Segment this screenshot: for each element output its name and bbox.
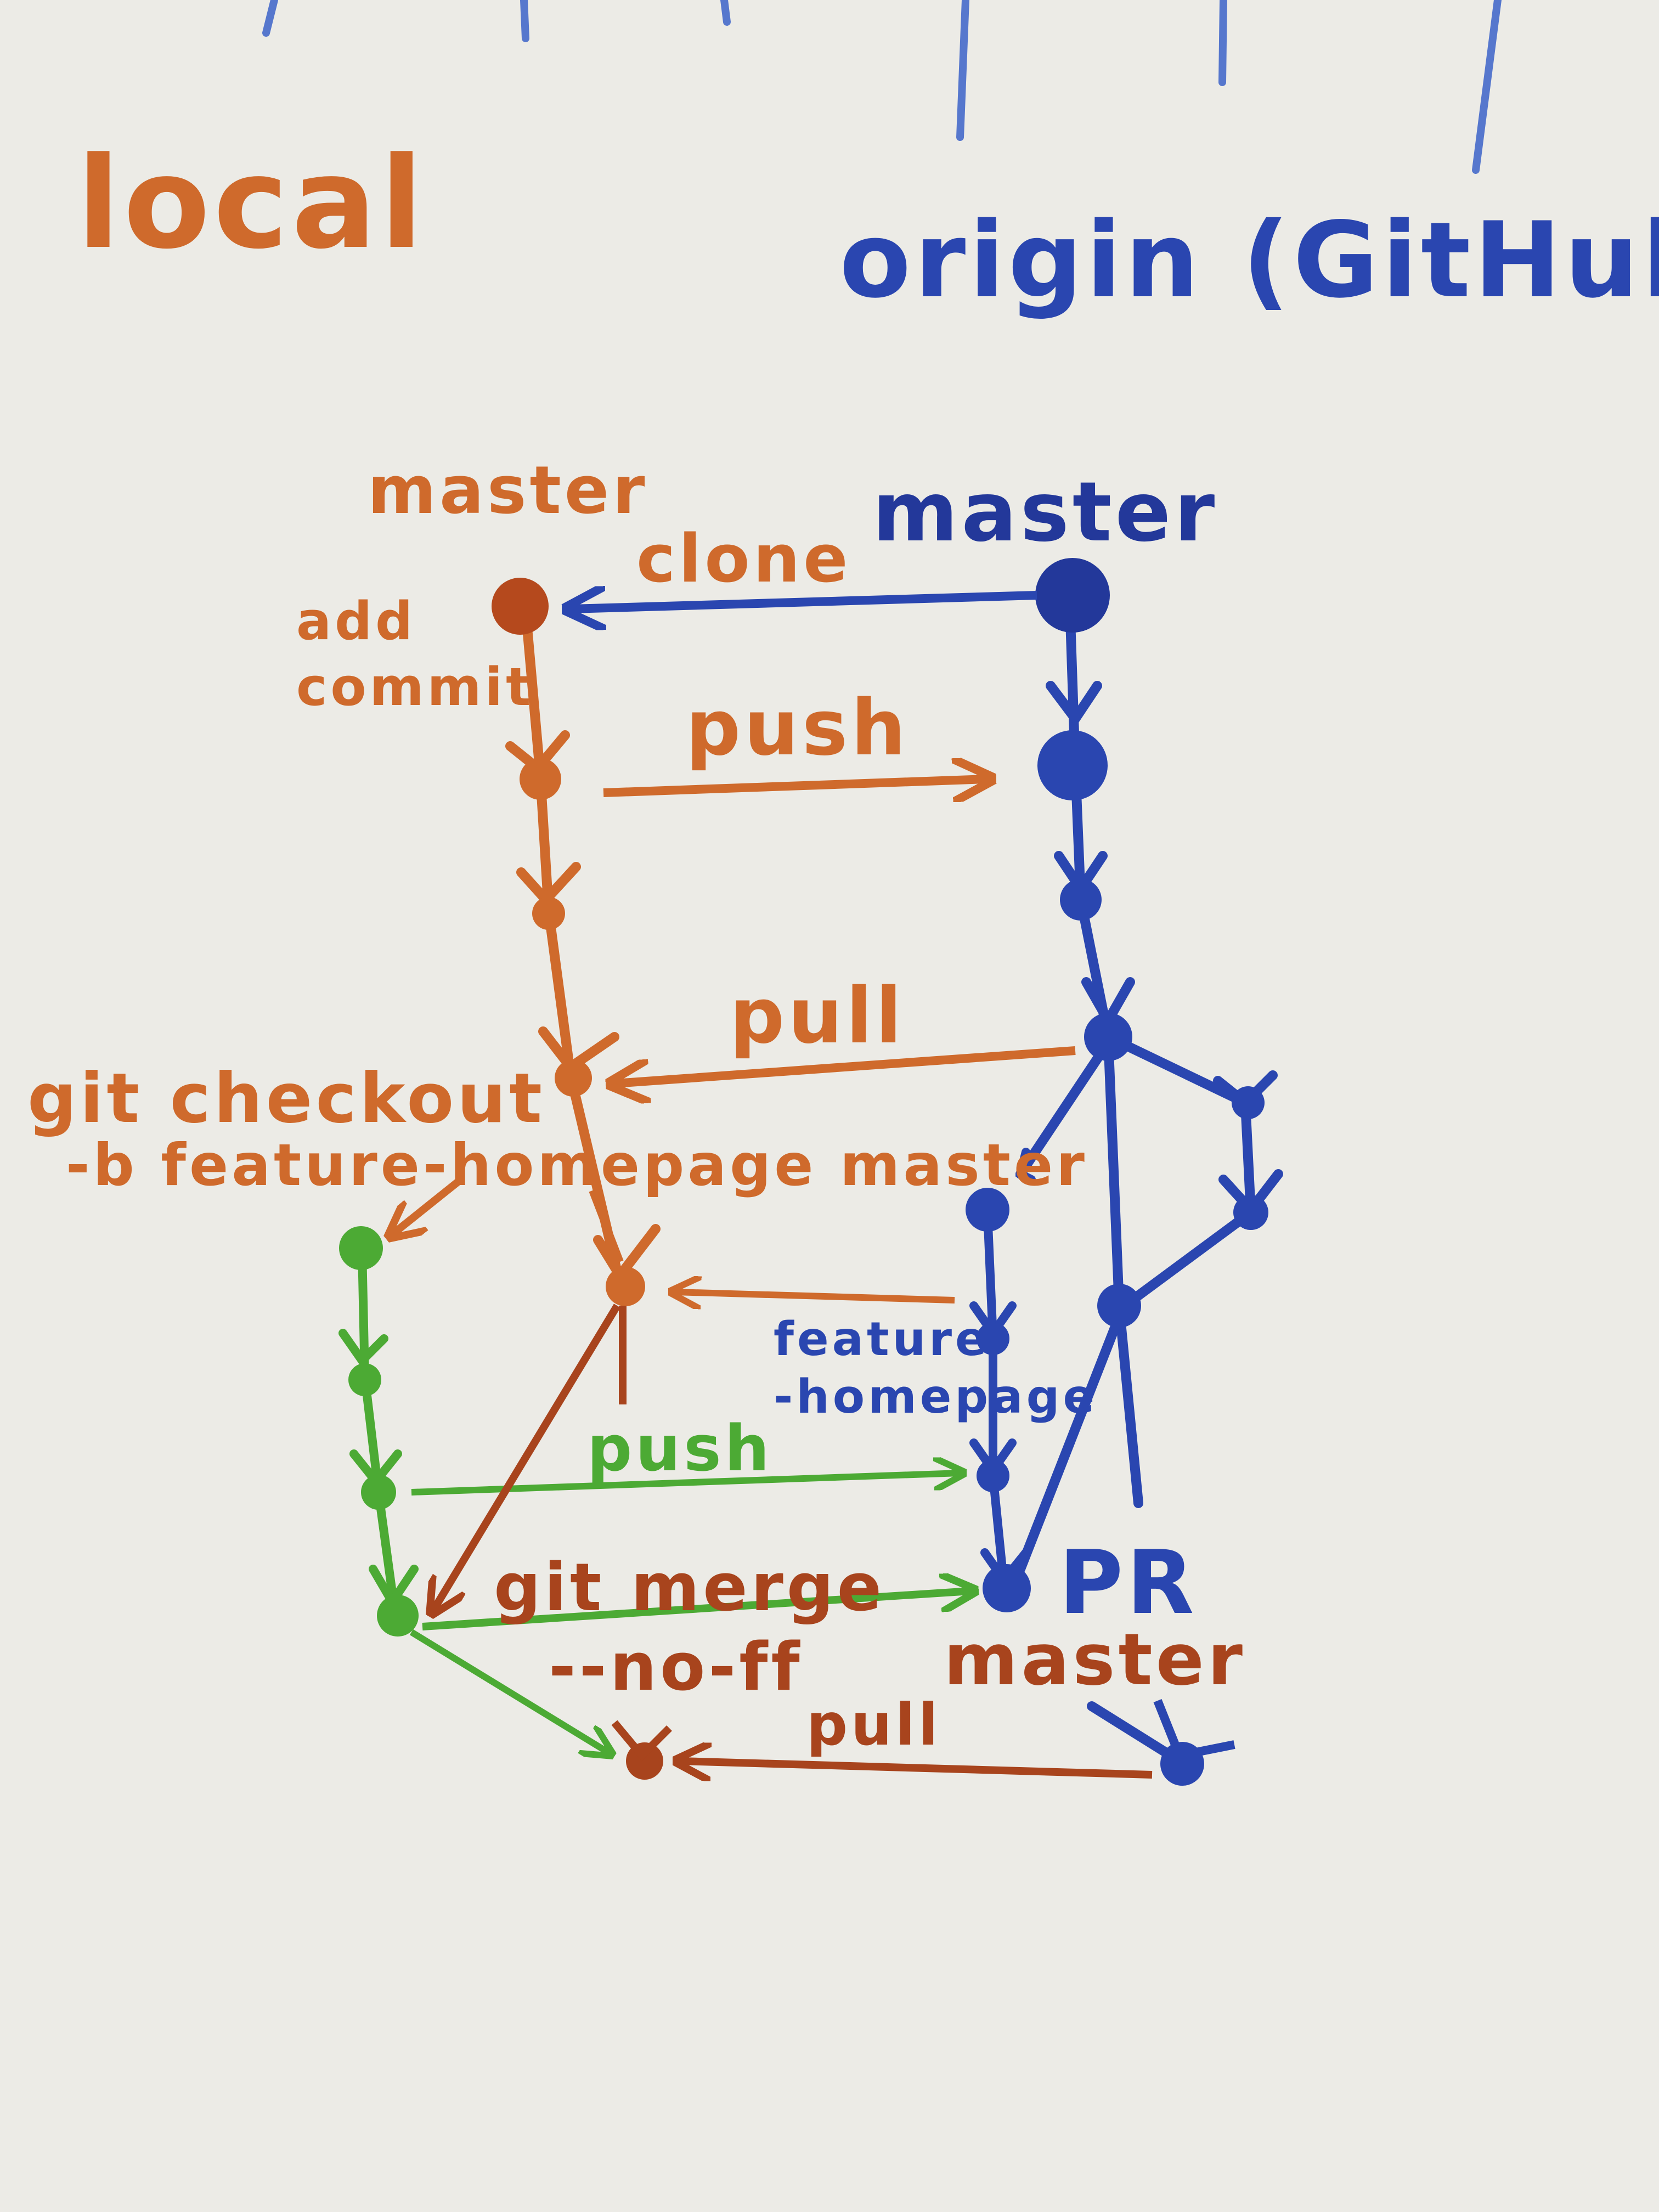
label-add-commit-2: commit: [296, 657, 534, 718]
commit-origin-master-final: [1160, 1742, 1204, 1786]
commit-origin-master-3: [1060, 879, 1102, 921]
commit-local-feature-2: [348, 1363, 381, 1396]
checkout-branch-arrow: [392, 1176, 464, 1234]
pr-arrow: [422, 1591, 971, 1630]
pull-final-arrow: [680, 1761, 1153, 1775]
push-master-arrow: [603, 779, 988, 793]
merge-to-master-arrow: [409, 1629, 609, 1753]
label-merge-2: --no-ff: [549, 1629, 803, 1706]
commit-local-master-4: [555, 1059, 592, 1097]
label-clone: clone: [636, 521, 851, 597]
local-feature-line: [338, 1246, 419, 1617]
local-heading: local: [77, 131, 426, 277]
label-checkout-2: -b feature-homepage master: [66, 1132, 1088, 1199]
commit-local-feature-3: [361, 1475, 396, 1510]
label-merge-1: git merge: [494, 1550, 885, 1626]
label-push-feature: push: [587, 1412, 773, 1486]
label-origin-master: master: [872, 465, 1218, 560]
commit-local-master-2: [520, 758, 561, 800]
commit-local-master-3: [532, 897, 565, 930]
label-add-commit-1: add: [296, 591, 416, 652]
local-master-final-chevron: [611, 1720, 672, 1762]
commit-origin-master-5: [1097, 1284, 1141, 1328]
checkout-master-arrow: [589, 1189, 624, 1263]
clone-arrow: [571, 595, 1037, 609]
commit-origin-feature-1: [966, 1188, 1009, 1232]
pull-to-local-arrow: [675, 1292, 955, 1300]
label-checkout-1: git checkout: [27, 1059, 545, 1138]
commit-origin-side-2: [1233, 1195, 1268, 1230]
label-pr: PR: [1059, 1531, 1197, 1634]
label-push-master: push: [686, 684, 909, 773]
commit-local-master-5: [606, 1267, 645, 1306]
origin-heading: origin (GitHub): [839, 200, 1659, 321]
label-pull-final: pull: [806, 1691, 941, 1758]
top-blue-strokes: [262, 0, 1502, 174]
commit-origin-master-1: [1035, 558, 1110, 633]
commit-local-master-1: [492, 578, 549, 635]
label-pull-master: pull: [730, 972, 905, 1061]
label-local-master: master: [368, 453, 648, 529]
commit-origin-pr: [983, 1564, 1031, 1612]
commit-local-feature-1: [339, 1226, 383, 1270]
label-feature-branch-1: feature: [774, 1312, 990, 1367]
label-master-after-merge: master: [944, 1618, 1246, 1701]
commit-local-feature-merge: [377, 1595, 419, 1637]
commit-origin-feature-3: [977, 1459, 1009, 1492]
pull-master-arrow: [614, 1046, 1076, 1084]
merge-arrow: [433, 1304, 620, 1610]
label-feature-branch-2: -homepage: [774, 1370, 1098, 1424]
commit-origin-master-4: [1084, 1013, 1132, 1061]
commit-origin-feature-2: [977, 1322, 1009, 1355]
commit-origin-master-2: [1037, 730, 1108, 800]
commit-origin-side-1: [1232, 1086, 1265, 1119]
